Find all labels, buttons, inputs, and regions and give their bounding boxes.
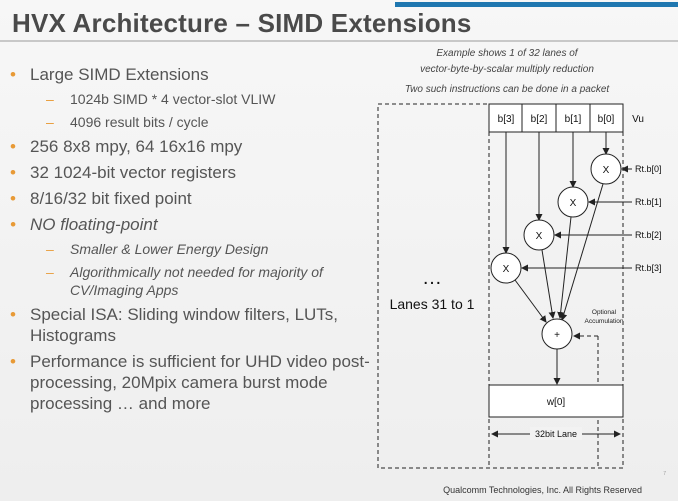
arrow-product-3 (514, 279, 547, 323)
slide-title: HVX Architecture – SIMD Extensions (12, 8, 472, 38)
adder-symbol: + (554, 330, 560, 341)
register-name: Vu (632, 114, 644, 125)
bullet-vector-registers: 32 1024-bit vector registers (8, 162, 373, 183)
bullet-algorithmically: Algorithmically not needed for majority … (8, 263, 373, 299)
scalar-input-b2: Rt.b[2] (635, 230, 662, 240)
bullet-large-simd: Large SIMD Extensions (8, 64, 373, 85)
arrow-product-1 (557, 216, 572, 319)
bullet-no-floating-point: NO floating-point (8, 214, 373, 235)
title-divider (0, 40, 678, 42)
bullet-performance: Performance is sufficient for UHD video … (8, 351, 373, 414)
page-number: 7 (663, 471, 666, 477)
lanes-dots: … (422, 267, 442, 289)
bullet-1024b-simd: 1024b SIMD * 4 vector-slot VLIW (8, 90, 373, 108)
register-cell-b1: b[1] (565, 114, 582, 125)
vu-register: b[3] b[2] b[1] b[0] (488, 103, 624, 133)
register-cell-b0: b[0] (598, 114, 615, 125)
lane-width-label-bg (530, 427, 582, 440)
bullet-smaller-energy: Smaller & Lower Energy Design (8, 240, 373, 258)
bullet-special-isa: Special ISA: Sliding window filters, LUT… (8, 304, 373, 346)
register-cell-b2: b[2] (531, 114, 548, 125)
multiplier-0-symbol: X (603, 165, 610, 176)
simd-lane-diagram: Example shows 1 of 32 lanes of vector-by… (377, 48, 662, 469)
optional-label: Optional (592, 309, 617, 316)
multiplier-1-symbol: X (570, 198, 577, 209)
footer-copyright: Qualcomm Technologies, Inc. All Rights R… (443, 485, 642, 495)
multiplier-2-symbol: X (536, 231, 543, 242)
register-cell-b3: b[3] (498, 114, 515, 125)
scalar-input-b3: Rt.b[3] (635, 263, 662, 273)
caption-line-3: Two such instructions can be done in a p… (405, 84, 611, 95)
bullet-4096-result-bits: 4096 result bits / cycle (8, 113, 373, 131)
accumulation-label: Accumulation (584, 318, 623, 325)
bullet-list: Large SIMD Extensions 1024b SIMD * 4 vec… (8, 64, 373, 419)
output-label: w[0] (546, 397, 566, 408)
caption-line-2: vector-byte-by-scalar multiply reduction (420, 64, 594, 75)
lanes-label: Lanes 31 to 1 (390, 296, 475, 312)
caption-line-1: Example shows 1 of 32 lanes of (436, 48, 578, 59)
scalar-input-b1: Rt.b[1] (635, 197, 662, 207)
bullet-fixed-point: 8/16/32 bit fixed point (8, 188, 373, 209)
title-accent-bar (395, 2, 678, 7)
arrow-product-0 (560, 183, 604, 321)
scalar-input-b0: Rt.b[0] (635, 164, 662, 174)
lane-width-label: 32bit Lane (535, 429, 577, 439)
bullet-mpy: 256 8x8 mpy, 64 16x16 mpy (8, 136, 373, 157)
multiplier-3-symbol: X (503, 264, 510, 275)
output-register (488, 384, 624, 418)
arrow-product-2 (541, 249, 556, 319)
